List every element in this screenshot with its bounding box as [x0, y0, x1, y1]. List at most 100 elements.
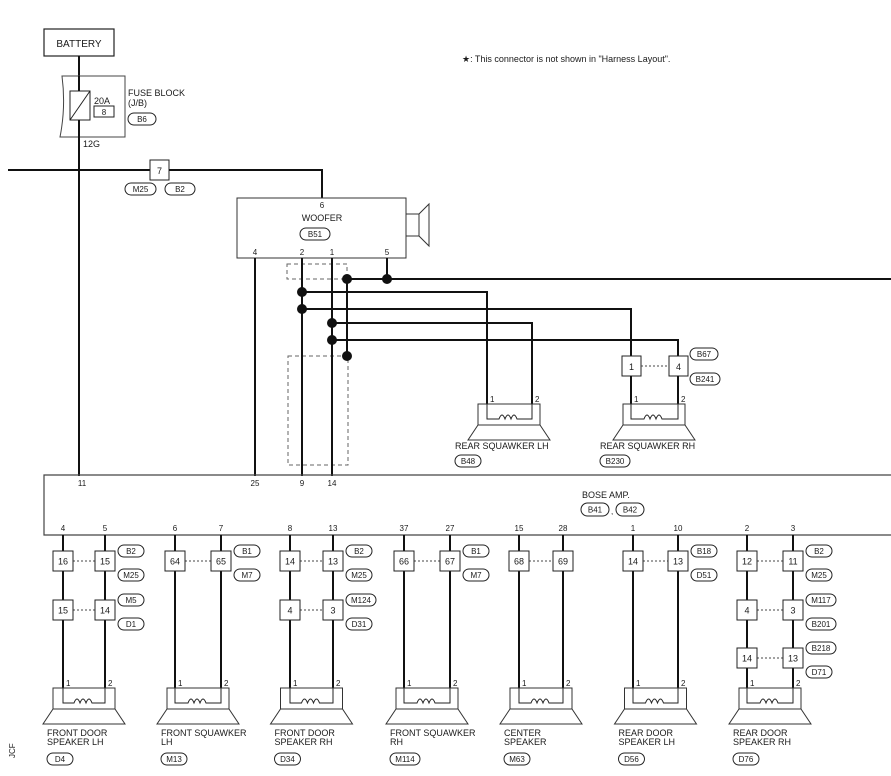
- rear-door-rh-pin-1: 1: [750, 679, 755, 688]
- front-squawker-rh-pin-1: 1: [407, 679, 412, 688]
- rear-squawker-lh-connector-pill: [454, 454, 482, 468]
- woofer-speaker-icon-cone: [418, 202, 430, 248]
- inline-terminal: 67: [445, 557, 455, 567]
- inline-terminal: 14: [742, 654, 752, 664]
- inline-connector: M7: [241, 571, 253, 580]
- inline-terminal: 4: [287, 606, 292, 616]
- woofer-speaker-icon-body: [405, 213, 420, 237]
- front-squawker-lh-pin-1: 1: [178, 679, 183, 688]
- front-squawker-rh-speaker-cone: [385, 708, 469, 725]
- inline-connector: M25: [811, 571, 827, 580]
- rear-squawker-rh-coil-icon: [630, 404, 679, 421]
- rear-rh-inline-connector-pill-2: [689, 372, 721, 386]
- woofer-pin-top: 6: [320, 201, 325, 210]
- junction-dot: [297, 304, 307, 314]
- rear-squawker-rh-pin-1: 1: [634, 395, 639, 404]
- inline-connector: M25: [123, 571, 139, 580]
- inline-terminal: 16: [58, 557, 68, 567]
- rear-door-lh-connector-pill: [618, 752, 645, 766]
- woofer-label: WOOFER: [302, 213, 343, 223]
- wire-power-bus-right: [169, 169, 323, 198]
- inline-terminal: 64: [170, 557, 180, 567]
- front-squawker-lh-coil-icon: [174, 688, 222, 705]
- inline-terminal: 11: [788, 557, 797, 567]
- fuse-output-terminal: 12G: [83, 139, 100, 149]
- wire-rear-rh-neg: [332, 339, 679, 356]
- front-squawker-lh-label-line-1: FRONT SQUAWKER: [161, 728, 247, 738]
- fuse-number: 8: [102, 108, 107, 117]
- front-door-rh-pin-2: 2: [336, 679, 341, 688]
- inline-connector: B2: [814, 547, 824, 556]
- front-door-rh-connector: D34: [280, 755, 295, 764]
- inline-connector-pill: [117, 617, 145, 631]
- inline-connector-pill: [805, 544, 833, 558]
- front-squawker-rh-label-line-2: RH: [390, 737, 403, 747]
- fuse-block-connector-pill: [127, 112, 157, 126]
- wire-rear-rh-pos: [302, 308, 632, 356]
- battery-box: [43, 28, 115, 57]
- woofer-pin-4: 4: [253, 248, 258, 257]
- inline-connector-pill: [805, 568, 833, 582]
- rear-door-lh-label-line-2: SPEAKER LH: [619, 737, 676, 747]
- center-speaker-connector-pill: [503, 752, 531, 766]
- center-speaker-connector: M63: [509, 755, 525, 764]
- rear-squawker-lh-pin-1: 1: [490, 395, 495, 404]
- inline-connector: D31: [352, 620, 367, 629]
- rear-squawker-rh-speaker-body: [622, 403, 686, 426]
- front-door-lh-label-line-2: SPEAKER LH: [47, 737, 104, 747]
- inline-connector: B201: [812, 620, 831, 629]
- rear-door-lh-speaker-cone: [613, 708, 698, 725]
- front-squawker-rh-speaker-body: [395, 687, 459, 710]
- inline-terminal-box: [736, 647, 758, 669]
- inline-connector-pill: [805, 665, 833, 679]
- inline-connector: M5: [125, 596, 137, 605]
- inline-terminal-box: [782, 647, 804, 669]
- inline-connector-pill: [462, 568, 490, 582]
- rear-squawker-lh-label: REAR SQUAWKER LH: [455, 441, 549, 451]
- amp-bottom-pin: 3: [791, 524, 796, 533]
- inline-connector: M7: [470, 571, 482, 580]
- amp-top-pin-25: 25: [251, 479, 260, 488]
- inline-terminal-box: [736, 550, 758, 572]
- front-squawker-lh-pin-2: 2: [224, 679, 229, 688]
- front-squawker-lh-speaker-body: [166, 687, 230, 710]
- center-speaker-label-line-2: SPEAKER: [504, 737, 547, 747]
- amp-top-pin-11: 11: [78, 479, 87, 488]
- amp-bottom-pin: 27: [446, 524, 455, 533]
- inline-connector-pill: [690, 568, 718, 582]
- inline-connector-pill: [805, 641, 837, 655]
- inline-terminal: 13: [328, 557, 338, 567]
- inline-terminal: 15: [100, 557, 110, 567]
- amp-connector-1: B41: [588, 506, 603, 515]
- inline-terminal-box: [667, 550, 689, 572]
- rear-door-rh-label-line-2: SPEAKER RH: [733, 737, 791, 747]
- front-door-rh-pin-1: 1: [293, 679, 298, 688]
- junction-7-connector-pill-2: [164, 182, 196, 196]
- shield-box-lower: [287, 355, 349, 466]
- front-door-lh-coil-icon: [62, 688, 106, 705]
- amp-bottom-pin: 6: [173, 524, 178, 533]
- inline-connector: B218: [812, 644, 831, 653]
- amp-bottom-pin: 37: [400, 524, 409, 533]
- inline-terminal-box: [52, 550, 74, 572]
- front-door-rh-coil-icon: [289, 688, 334, 705]
- woofer-pin-1: 1: [330, 248, 335, 257]
- amp-bottom-pin: 1: [631, 524, 636, 533]
- junction-dot: [342, 351, 352, 361]
- inline-terminal: 68: [514, 557, 524, 567]
- inline-terminal-box: [736, 599, 758, 621]
- rear-door-rh-connector-pill: [732, 752, 760, 766]
- junction-dot: [297, 287, 307, 297]
- inline-connector: M117: [811, 596, 831, 605]
- rear-door-rh-speaker-cone: [728, 708, 812, 725]
- wire-rear-lh-pos: [302, 291, 488, 404]
